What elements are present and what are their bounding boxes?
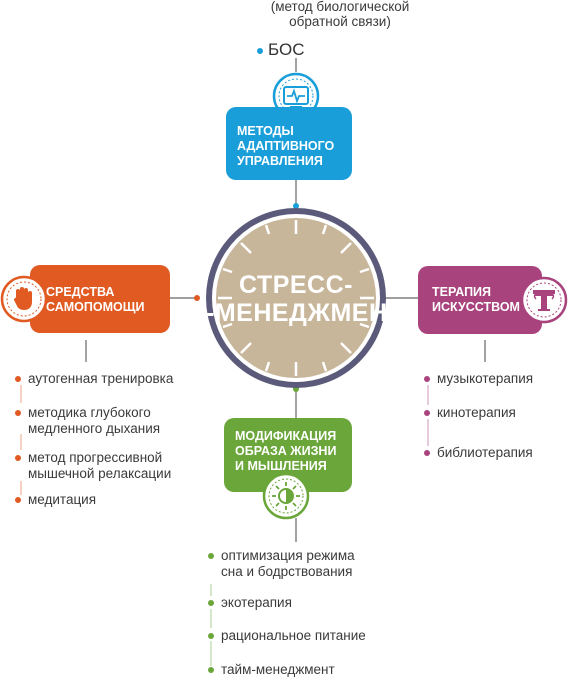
left-item-4-bullet: [15, 497, 21, 503]
right-item-1-bullet: [424, 376, 430, 382]
right-item-3: библиотерапия: [424, 445, 533, 461]
adaptive-control-box: МЕТОДЫ АДАПТИВНОГО УПРАВЛЕНИЯ: [226, 107, 352, 180]
self-help-box: СРЕДСТВА САМОПОМОЩИ: [30, 265, 170, 333]
right-item-2: кинотерапия: [424, 405, 516, 421]
stress-management-circle: [206, 208, 386, 388]
adaptive-box-line1: МЕТОДЫ: [237, 124, 294, 138]
bos-caption-line2: обратной связи): [289, 14, 391, 29]
left-item-2-bullet: [15, 410, 21, 416]
center-title-line2: -МЕНЕДЖМЕНТ: [206, 299, 404, 327]
right-item-3-text: библиотерапия: [437, 445, 533, 460]
left-item-2-line1: методика глубокого: [28, 405, 151, 420]
bos-caption: (метод биологической обратной связи): [240, 0, 440, 29]
adaptive-box-line2: АДАПТИВНОГО: [237, 139, 335, 153]
art-therapy-box-line1: ТЕРАПИЯ: [432, 285, 492, 299]
art-therapy-box-line2: ИСКУССТВОМ: [432, 300, 520, 314]
self-help-box-line2: САМОПОМОЩИ: [46, 300, 145, 314]
left-item-3-line1: метод прогрессивной: [28, 450, 163, 465]
lifestyle-box-line3: И МЫШЛЕНИЯ: [235, 459, 327, 473]
right-item-1-text: музыкотерапия: [437, 371, 534, 386]
bottom-item-1: оптимизация режима сна и бодрствования: [208, 548, 355, 580]
left-item-1-text: аутогенная тренировка: [28, 371, 174, 386]
right-item-3-bullet: [424, 450, 430, 456]
bottom-item-2-bullet: [208, 600, 214, 606]
bos-bullet: [257, 48, 263, 54]
right-item-2-text: кинотерапия: [437, 405, 516, 420]
left-item-3: метод прогрессивной мышечной релаксации: [15, 450, 172, 482]
center-title-line1: СТРЕСС-: [239, 271, 353, 299]
bottom-item-1-line2: сна и бодрствования: [221, 564, 353, 579]
lifestyle-box-line2: ОБРАЗА ЖИЗНИ: [235, 444, 337, 458]
bottom-item-4-text: тайм-менеджмент: [221, 662, 335, 677]
left-item-1-bullet: [15, 376, 21, 382]
right-item-1: музыкотерапия: [424, 371, 534, 387]
right-item-2-bullet: [424, 410, 430, 416]
left-item-3-line2: мышечной релаксации: [28, 466, 172, 481]
sun-moon-icon: [262, 472, 310, 520]
theatre-column-icon: [520, 276, 568, 324]
self-help-box-line1: СРЕДСТВА: [46, 285, 115, 299]
bottom-item-1-line1: оптимизация режима: [221, 548, 355, 563]
left-item-3-bullet: [15, 455, 21, 461]
left-item-4: медитация: [15, 492, 97, 508]
bottom-item-4: тайм-менеджмент: [208, 662, 335, 678]
left-item-4-text: медитация: [28, 492, 97, 507]
bos-label: БОС: [268, 40, 305, 59]
center-title: СТРЕСС- -МЕНЕДЖМЕНТ: [206, 271, 403, 327]
bottom-item-3-bullet: [208, 633, 214, 639]
left-item-2: методика глубокого медленного дыхания: [15, 405, 161, 437]
hand-stop-icon: [0, 275, 48, 323]
bos-caption-line1: (метод биологической: [270, 0, 410, 14]
bottom-item-4-bullet: [208, 667, 214, 673]
bottom-item-3-text: рациональное питание: [221, 628, 366, 643]
bottom-item-2-text: экотерапия: [221, 595, 292, 610]
bottom-item-2: экотерапия: [208, 595, 292, 611]
bottom-item-1-bullet: [208, 553, 214, 559]
left-item-1: аутогенная тренировка: [15, 371, 174, 387]
lifestyle-box-line1: МОДИФИКАЦИЯ: [235, 429, 337, 443]
left-item-2-line2: медленного дыхания: [28, 421, 161, 436]
adaptive-box-line3: УПРАВЛЕНИЯ: [237, 154, 323, 168]
bottom-item-3: рациональное питание: [208, 628, 366, 644]
